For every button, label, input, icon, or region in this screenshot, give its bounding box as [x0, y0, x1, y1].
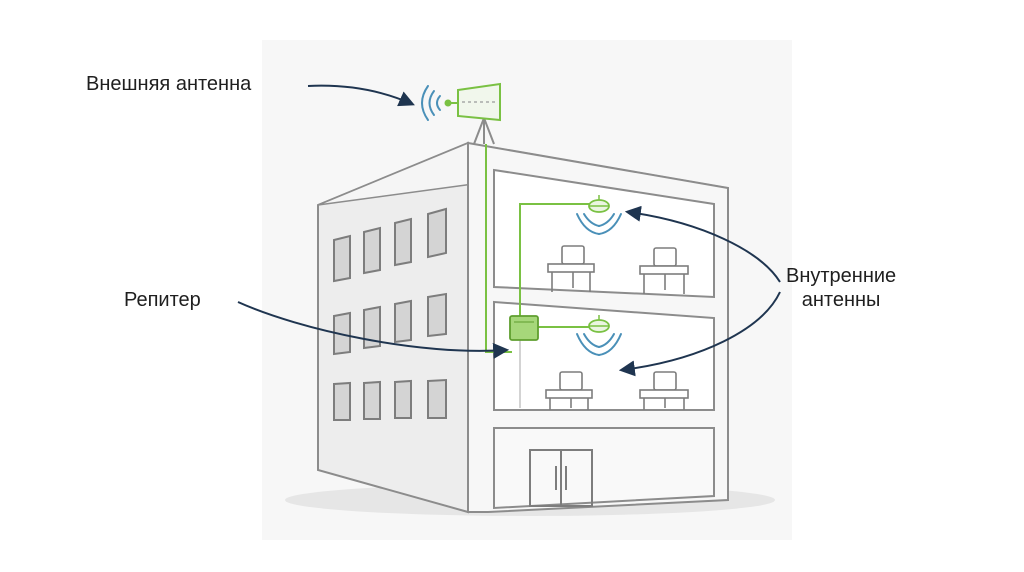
entrance-doors — [529, 449, 593, 507]
internal-signal-upper-icon — [576, 213, 622, 235]
repeater-icon — [509, 315, 539, 341]
internal-antenna-upper-icon — [588, 195, 610, 213]
internal-antennas-label: Внутренние антенны — [786, 264, 896, 312]
external-antenna-label: Внешняя антенна — [86, 73, 252, 95]
internal-antennas-label-line2: антенны — [801, 289, 881, 311]
external-antenna-icon — [457, 82, 501, 122]
internal-antennas-label-line1: Внутренние — [786, 265, 897, 287]
side-windows — [333, 207, 447, 421]
external-signal-icon — [421, 85, 441, 121]
internal-antenna-arrow-lower — [618, 291, 781, 377]
external-antenna-emitter — [444, 99, 452, 107]
ground-floor-panel — [493, 427, 715, 510]
internal-antenna-arrow-upper — [624, 205, 781, 283]
antenna-mast — [473, 117, 495, 145]
internal-signal-middle-icon — [576, 333, 622, 356]
office-furniture — [545, 245, 689, 410]
internal-antenna-middle-icon — [588, 315, 610, 333]
repeater-label: Репитер — [124, 289, 201, 311]
external-antenna-arrow — [307, 84, 415, 107]
repeater-arrow — [237, 301, 510, 359]
